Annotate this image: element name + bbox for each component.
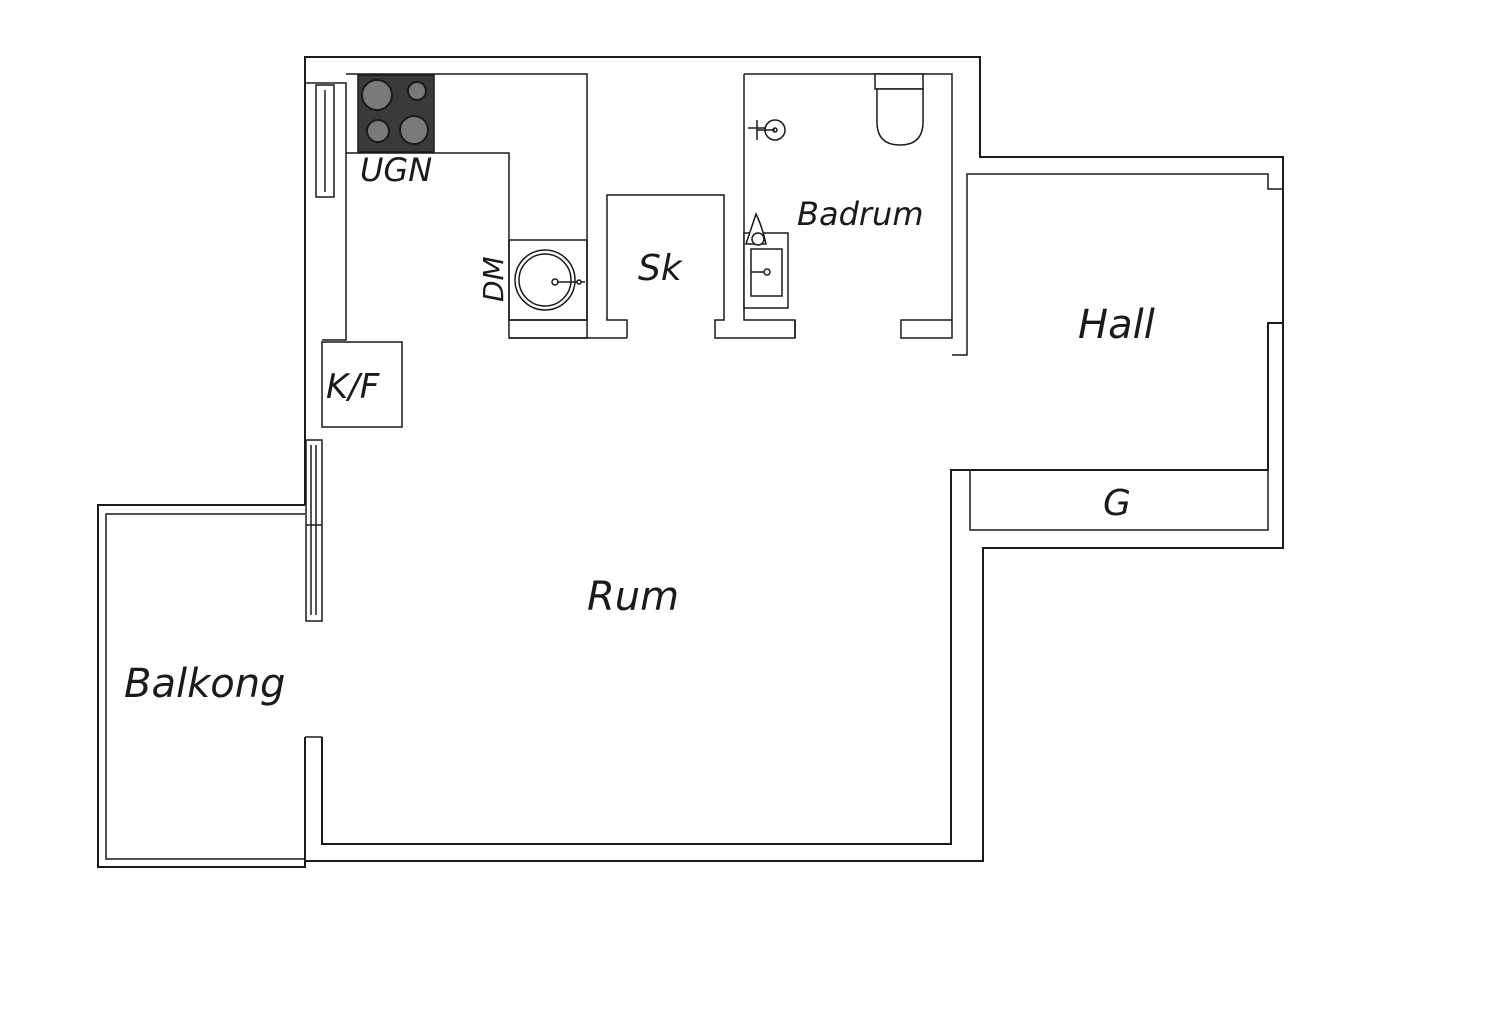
label-badrum: Badrum xyxy=(797,195,923,233)
hall-upper-wall xyxy=(952,173,1283,356)
label-rum: Rum xyxy=(587,574,679,620)
shower-icon xyxy=(748,119,786,141)
balcony-door xyxy=(305,439,323,622)
kitchen-sink-icon xyxy=(514,249,585,311)
toilet-icon xyxy=(874,73,924,146)
balcony xyxy=(97,504,306,868)
bathroom xyxy=(743,73,953,339)
washbasin-icon xyxy=(743,212,789,309)
outer-walls xyxy=(304,56,1284,862)
label-g: G xyxy=(1103,483,1131,524)
label-sk: Sk xyxy=(638,248,684,289)
outer-wall-outline xyxy=(304,56,1284,862)
stove-icon xyxy=(357,74,435,153)
label-ugn: UGN xyxy=(360,151,432,189)
balcony-outer xyxy=(97,504,306,868)
balcony-inner xyxy=(105,513,305,860)
label-hall: Hall xyxy=(1078,302,1155,348)
kitchen xyxy=(305,73,588,428)
kitchen-wall-left xyxy=(305,82,347,341)
label-kf: K/F xyxy=(326,367,380,407)
kitchen-window xyxy=(315,84,335,198)
inner-wall-outline xyxy=(321,322,1283,845)
label-dm: DM xyxy=(477,256,510,302)
closet-sk-outline xyxy=(606,74,796,339)
fridge-freezer-unit xyxy=(321,341,403,428)
label-balkong: Balkong xyxy=(124,661,285,707)
wardrobe-g-outline xyxy=(969,469,1269,531)
